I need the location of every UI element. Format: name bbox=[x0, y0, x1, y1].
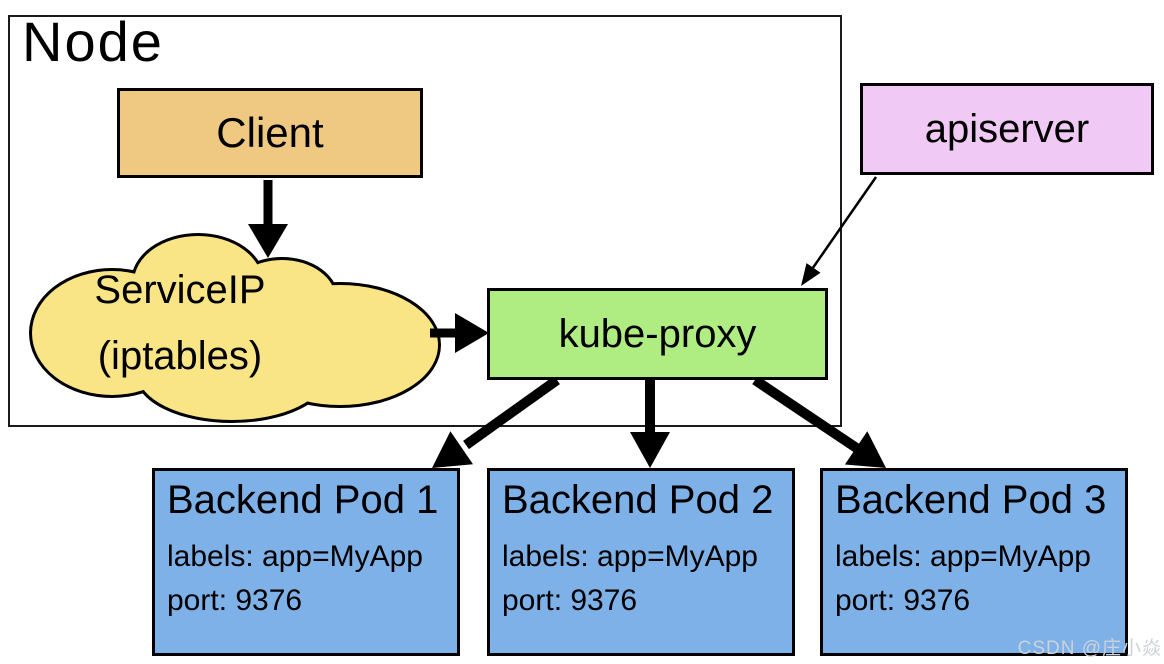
backend-pod-2-title: Backend Pod 2 bbox=[502, 478, 774, 522]
kube-proxy-box: kube-proxy bbox=[487, 288, 828, 380]
kube-proxy-label: kube-proxy bbox=[558, 311, 757, 356]
backend-pod-2-box: Backend Pod 2 labels: app=MyApp port: 93… bbox=[487, 468, 795, 656]
serviceip-label-line1: ServiceIP bbox=[94, 268, 266, 312]
backend-pod-1-labels: labels: app=MyApp bbox=[167, 540, 423, 573]
client-label: Client bbox=[216, 109, 324, 156]
backend-pod-3-box: Backend Pod 3 labels: app=MyApp port: 93… bbox=[820, 468, 1128, 656]
backend-pod-1-port: port: 9376 bbox=[167, 583, 303, 617]
backend-pod-3-port: port: 9376 bbox=[835, 583, 971, 617]
apiserver-box: apiserver bbox=[860, 83, 1154, 175]
backend-pod-2-labels: labels: app=MyApp bbox=[502, 540, 758, 573]
backend-pod-2-port: port: 9376 bbox=[502, 583, 638, 617]
apiserver-label: apiserver bbox=[924, 106, 1090, 151]
backend-pod-3-labels: labels: app=MyApp bbox=[835, 540, 1091, 573]
backend-pod-3-title: Backend Pod 3 bbox=[835, 478, 1107, 522]
backend-pod-1-title: Backend Pod 1 bbox=[167, 478, 439, 522]
serviceip-cloud-label: ServiceIP (iptables) bbox=[40, 257, 320, 389]
node-label: Node bbox=[22, 10, 164, 73]
client-box: Client bbox=[117, 88, 423, 178]
csdn-watermark: CSDN @庄小焱 bbox=[1017, 638, 1162, 659]
backend-pod-1-box: Backend Pod 1 labels: app=MyApp port: 93… bbox=[152, 468, 460, 656]
serviceip-label-line2: (iptables) bbox=[97, 334, 263, 378]
